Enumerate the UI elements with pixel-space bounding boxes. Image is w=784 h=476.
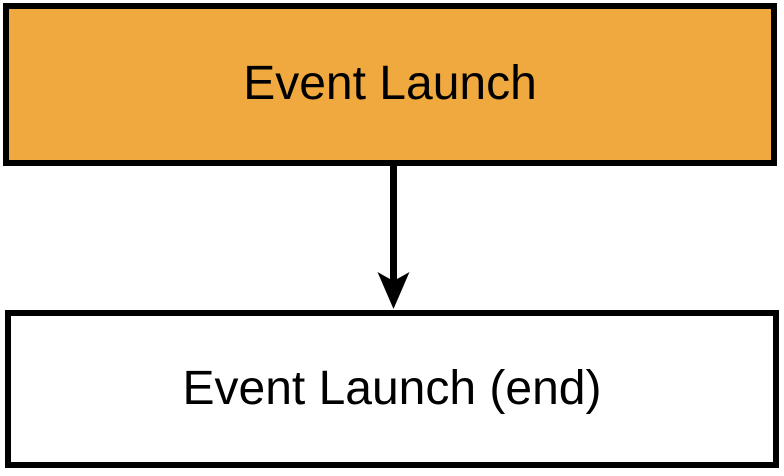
arrowhead-down-icon [377,272,410,309]
node-event-launch[interactable]: Event Launch [3,3,777,166]
node-event-launch-label: Event Launch [243,57,537,111]
node-event-launch-end-label: Event Launch (end) [182,361,602,415]
node-event-launch-end[interactable]: Event Launch (end) [5,310,779,468]
